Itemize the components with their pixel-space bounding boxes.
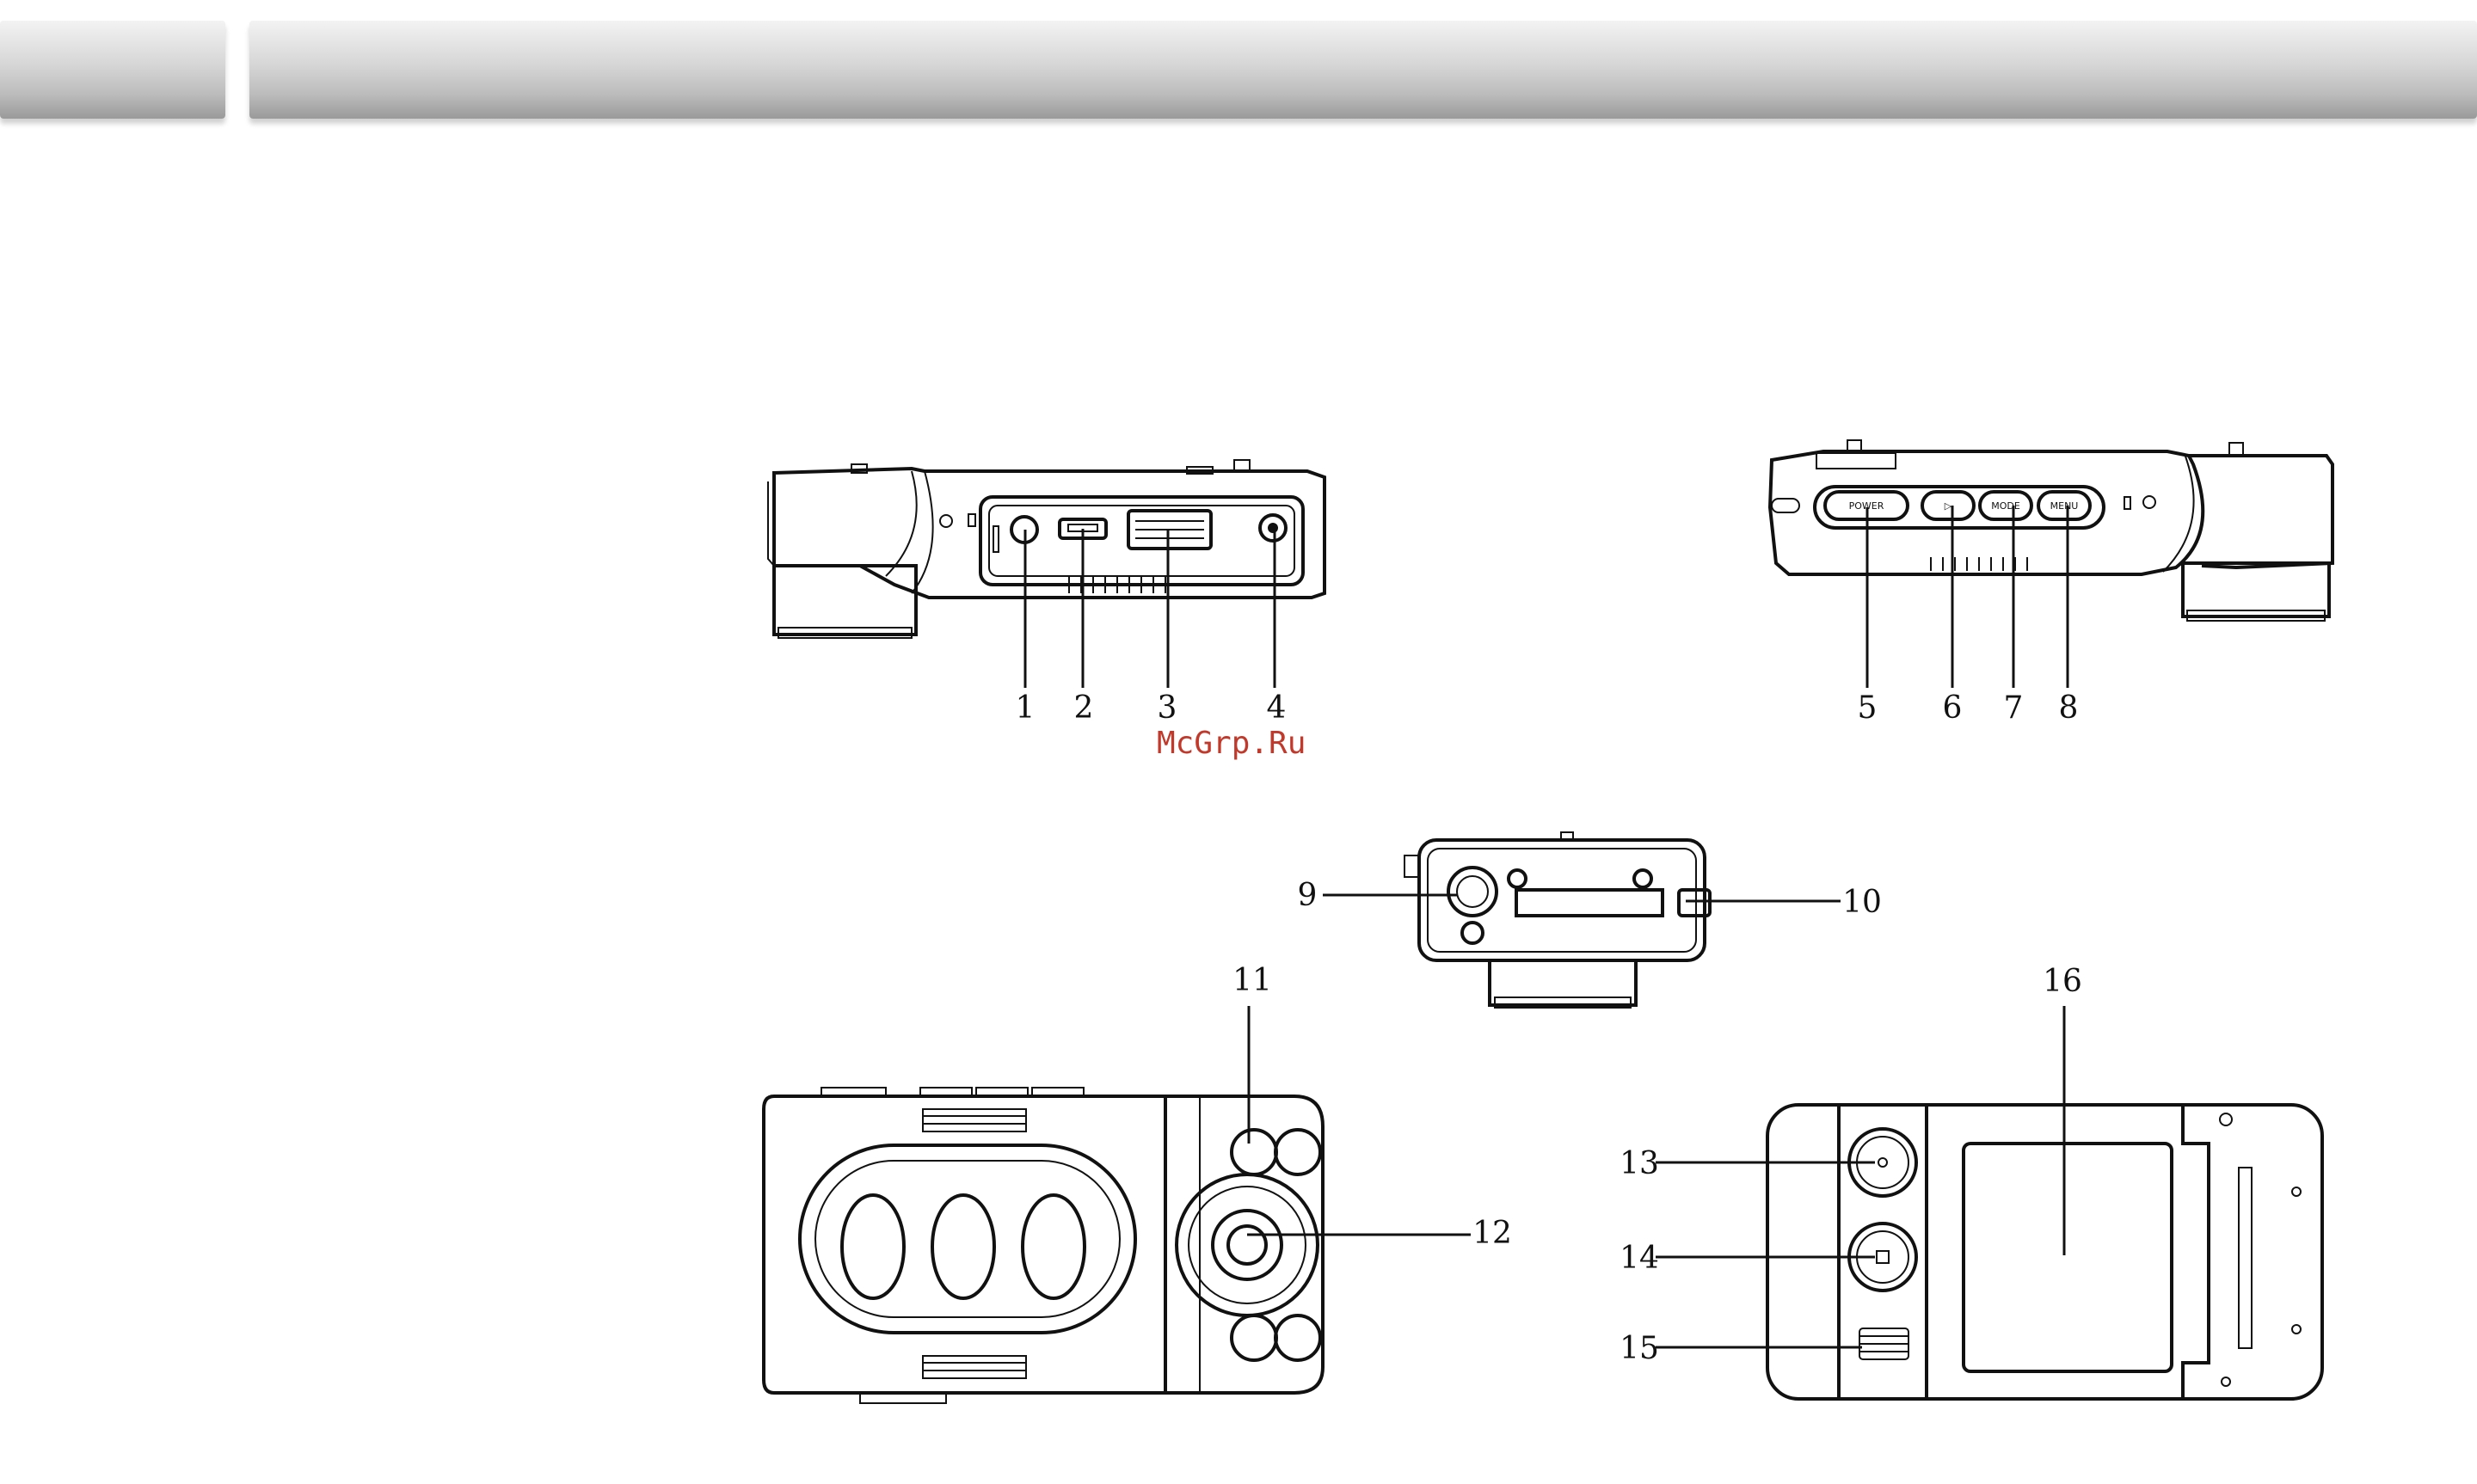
- callout-7: 7: [2004, 690, 2024, 726]
- front-grille-bottom: [923, 1356, 1026, 1378]
- side-view-ports: [768, 460, 1325, 688]
- front-grille-top: [923, 1109, 1026, 1131]
- callout-1: 1: [1016, 690, 1036, 726]
- callout-13: 13: [1620, 1146, 1659, 1181]
- menu-button-label: MENU: [2050, 500, 2079, 512]
- watermark: McGrp.Ru: [1157, 726, 1306, 761]
- callout-10: 10: [1842, 885, 1882, 920]
- mode-button-label: MODE: [1991, 500, 2020, 512]
- callout-12: 12: [1472, 1216, 1512, 1251]
- callout-8: 8: [2059, 690, 2079, 726]
- callout-11: 11: [1232, 963, 1272, 998]
- front-view: [764, 1006, 1471, 1403]
- play-button-label: ▷: [1945, 500, 1952, 512]
- callout-6: 6: [1943, 690, 1963, 726]
- callout-14: 14: [1620, 1241, 1659, 1276]
- power-button-label: POWER: [1849, 500, 1884, 512]
- callout-16: 16: [2043, 964, 2082, 999]
- callout-4: 4: [1267, 690, 1287, 726]
- callout-15: 15: [1620, 1331, 1659, 1366]
- callout-5: 5: [1858, 690, 1878, 726]
- callout-9: 9: [1298, 878, 1318, 913]
- callout-2: 2: [1074, 690, 1094, 726]
- back-view: [1656, 1006, 2322, 1399]
- back-speaker: [1859, 1328, 1908, 1359]
- side-view-buttons: [1770, 440, 2333, 688]
- bottom-view: [1323, 832, 1841, 1008]
- callout-3: 3: [1158, 690, 1177, 726]
